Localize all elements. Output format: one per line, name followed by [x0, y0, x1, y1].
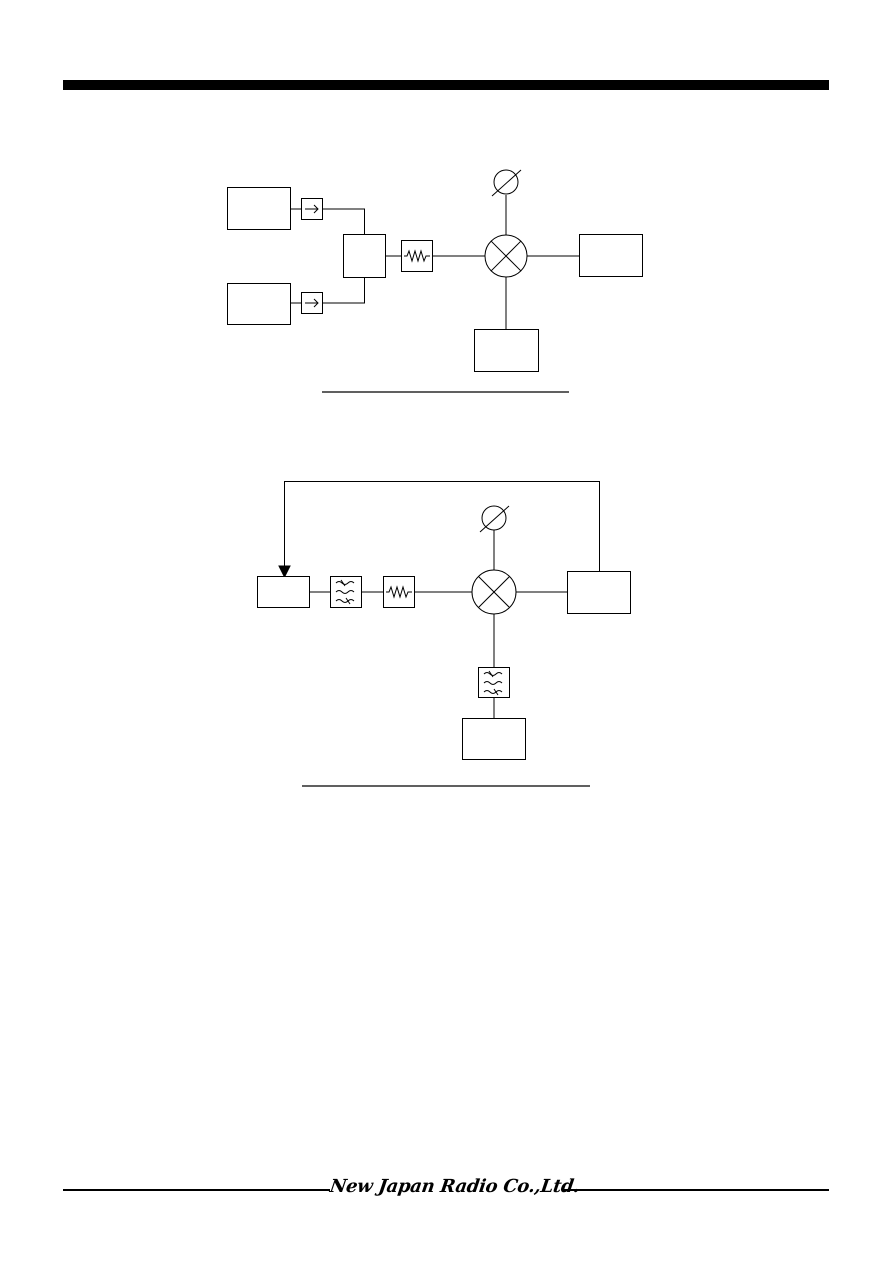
- diagram-1-bottom-box: [474, 329, 539, 372]
- diagram-2-filter-2-box: [478, 667, 510, 698]
- diagram-2-source-box: [257, 576, 310, 608]
- diagram-1-output-box: [579, 234, 643, 277]
- diagram-2-mixer-icon: [471, 569, 517, 615]
- diagram-2-output-box: [567, 571, 631, 614]
- diagram-1-termination-icon: [491, 169, 522, 197]
- diagram-1: [227, 169, 643, 393]
- diagram-1-mixer-icon: [484, 234, 528, 278]
- footer-rule-right: [563, 1189, 829, 1191]
- diagram-2-arrow-icon: [278, 565, 291, 579]
- header-rule: [63, 80, 829, 90]
- diagram-2-filter-2-icon: [483, 670, 503, 696]
- diagram-2-feedback-line: [284, 481, 600, 571]
- diagram-1-isolator-2-arrow-icon: [305, 298, 319, 308]
- diagram-2-resistor-icon: [386, 585, 412, 599]
- diagram-1-isolator-1-arrow-icon: [305, 204, 319, 214]
- company-logo: New Japan Radio Co.,Ltd.: [328, 1176, 581, 1197]
- diagram-1-combiner-box: [343, 234, 386, 278]
- diagram-2-termination-icon: [479, 505, 510, 533]
- diagram-1-resistor-icon: [404, 249, 430, 263]
- diagram-1-generator-2-box: [227, 283, 291, 325]
- diagram-2-bottom-box: [462, 718, 526, 760]
- diagram-2: [257, 481, 631, 787]
- footer-rule-left: [63, 1189, 330, 1191]
- diagram-1-generator-1-box: [227, 187, 291, 230]
- diagram-2-filter-1-icon: [335, 579, 355, 605]
